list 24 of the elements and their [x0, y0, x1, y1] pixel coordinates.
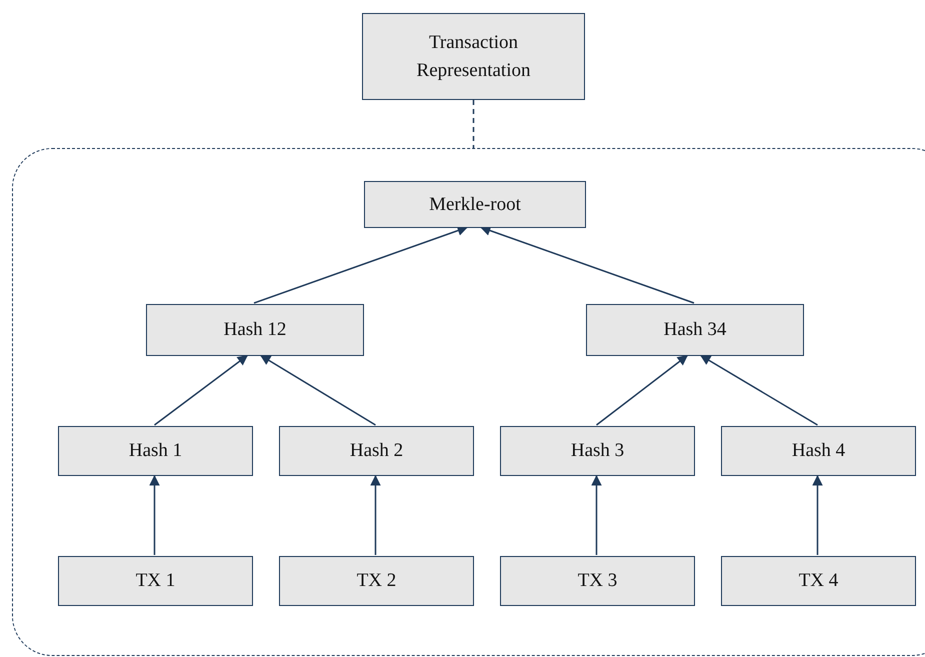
- arrow: [812, 475, 823, 555]
- dashed-connector: [472, 100, 474, 148]
- process-box: Hash 2: [279, 426, 474, 476]
- dashed-group-frame: [12, 148, 925, 656]
- process-box: TX 2: [279, 556, 474, 606]
- arrow: [370, 475, 381, 555]
- arrow: [596, 354, 688, 426]
- arrow: [260, 354, 376, 426]
- arrow: [154, 354, 248, 426]
- process-box: Hash 1: [58, 426, 253, 476]
- process-box: TX 3: [500, 556, 695, 606]
- process-box: Merkle-root: [364, 181, 586, 228]
- process-box: Hash 3: [500, 426, 695, 476]
- arrow: [480, 226, 694, 304]
- process-box: Hash 12: [146, 304, 364, 356]
- process-box: TX 1: [58, 556, 253, 606]
- process-box: Hash 4: [721, 426, 916, 476]
- arrow: [149, 475, 160, 555]
- process-box: Transaction Representation: [362, 13, 585, 100]
- arrow: [591, 475, 602, 555]
- arrow: [700, 354, 818, 426]
- process-box: Hash 34: [586, 304, 804, 356]
- process-box: TX 4: [721, 556, 916, 606]
- arrow: [254, 226, 468, 304]
